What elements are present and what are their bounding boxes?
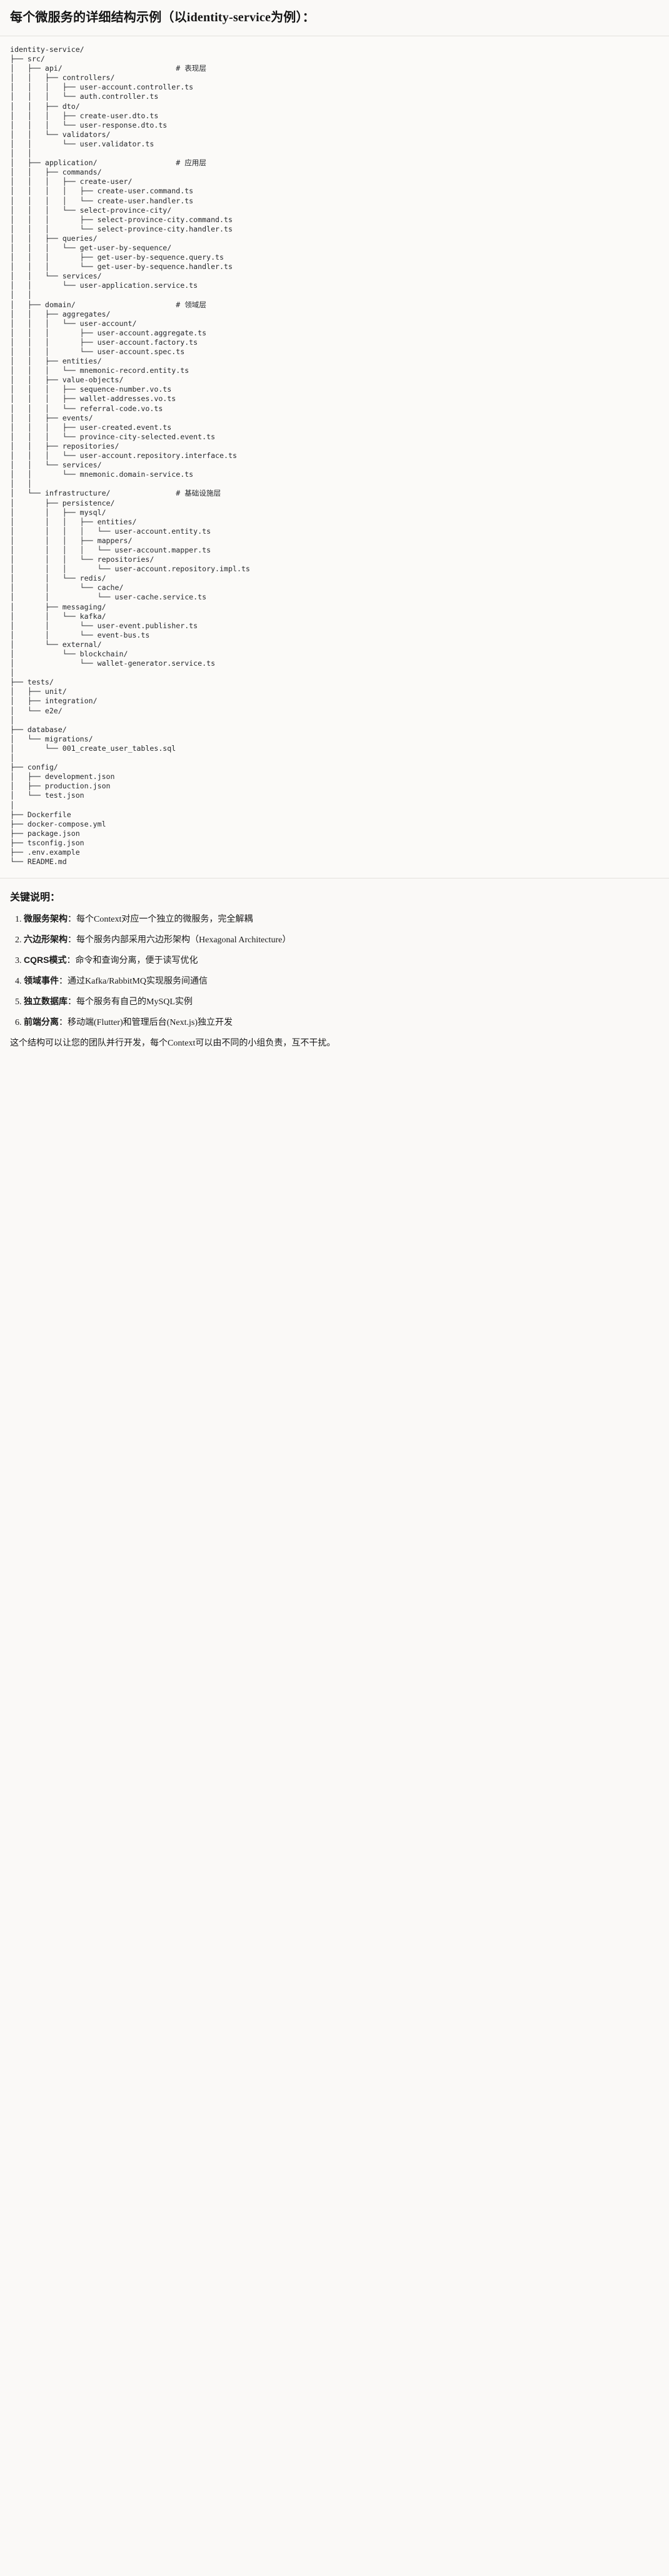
page-title-suffix: （以identity-service为例）：	[161, 11, 315, 24]
key-point-term: 微服务架构	[24, 914, 68, 924]
key-points-list: 微服务架构：每个Context对应一个独立的微服务，完全解耦 六边形架构：每个服…	[10, 912, 659, 1029]
directory-tree-block: identity-service/ ├── src/ │ ├── api/ # …	[0, 36, 669, 879]
key-point-desc: ：通过Kafka/RabbitMQ实现服务间通信	[59, 977, 208, 987]
key-point-desc: ：移动端(Flutter)和管理后台(Next.js)独立开发	[59, 1018, 233, 1028]
list-item: 独立数据库：每个服务有自己的MySQL实例	[24, 995, 659, 1009]
list-item: 领域事件：通过Kafka/RabbitMQ实现服务间通信	[24, 974, 659, 988]
key-points-section: 关键说明： 微服务架构：每个Context对应一个独立的微服务，完全解耦 六边形…	[0, 878, 669, 1061]
key-point-term: 前端分离	[24, 1017, 59, 1027]
key-point-desc: ：每个服务有自己的MySQL实例	[68, 997, 193, 1007]
document-header: 每个微服务的详细结构示例（以identity-service为例）：	[0, 0, 669, 36]
page-title-main: 每个微服务的详细结构示例	[10, 11, 162, 24]
key-point-term: 领域事件	[24, 975, 59, 986]
key-point-desc: ：每个Context对应一个独立的微服务，完全解耦	[68, 915, 253, 925]
directory-tree: identity-service/ ├── src/ │ ├── api/ # …	[10, 45, 250, 867]
document-page: 每个微服务的详细结构示例（以identity-service为例）： ident…	[0, 0, 669, 1061]
key-point-term: 独立数据库	[24, 996, 68, 1007]
key-point-term: CQRS模式	[24, 955, 67, 965]
list-item: 微服务架构：每个Context对应一个独立的微服务，完全解耦	[24, 912, 659, 926]
key-point-term: 六边形架构	[24, 934, 68, 945]
page-title: 每个微服务的详细结构示例（以identity-service为例）：	[10, 9, 659, 27]
list-item: 六边形架构：每个服务内部采用六边形架构（Hexagonal Architectu…	[24, 933, 659, 947]
key-points-title: 关键说明：	[10, 892, 61, 904]
list-item: 前端分离：移动端(Flutter)和管理后台(Next.js)独立开发	[24, 1016, 659, 1029]
list-item: CQRS模式：命令和查询分离，便于读写优化	[24, 954, 659, 967]
key-points-footnote: 这个结构可以让您的团队并行开发，每个Context可以由不同的小组负责，互不干扰…	[10, 1039, 336, 1049]
key-point-desc: ：命令和查询分离，便于读写优化	[66, 956, 198, 966]
key-point-desc: ：每个服务内部采用六边形架构（Hexagonal Architecture）	[68, 935, 291, 945]
